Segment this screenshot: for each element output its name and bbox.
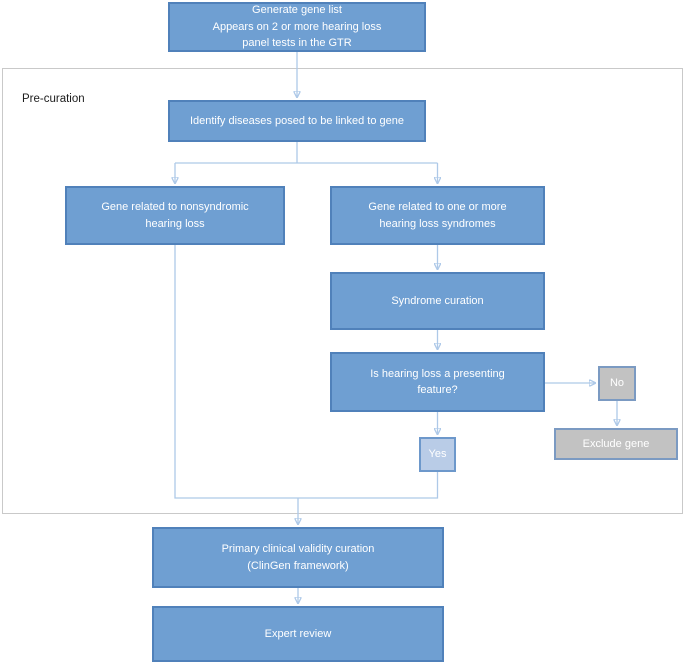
connector-identify-branch bbox=[175, 142, 438, 164]
node-yes: Yes bbox=[419, 437, 456, 472]
node-exclude-gene: Exclude gene bbox=[554, 428, 678, 460]
node-presenting-feature-question: Is hearing loss a presenting feature? bbox=[330, 352, 545, 412]
node-identify-diseases: Identify diseases posed to be linked to … bbox=[168, 100, 426, 142]
node-expert-review: Expert review bbox=[152, 606, 444, 662]
connector-merge-lines bbox=[174, 245, 439, 499]
node-hearing-loss-syndromes: Gene related to one or more hearing loss… bbox=[330, 186, 545, 245]
node-no: No bbox=[598, 366, 636, 401]
node-generate-gene-list: Generate gene list Appears on 2 or more … bbox=[168, 2, 426, 52]
pre-curation-container: Pre-curation bbox=[2, 68, 683, 514]
pre-curation-label: Pre-curation bbox=[22, 93, 85, 105]
node-nonsyndromic-hearing-loss: Gene related to nonsyndromic hearing los… bbox=[65, 186, 285, 245]
node-syndrome-curation: Syndrome curation bbox=[330, 272, 545, 330]
node-primary-clinical-validity-curation: Primary clinical validity curation (Clin… bbox=[152, 527, 444, 588]
